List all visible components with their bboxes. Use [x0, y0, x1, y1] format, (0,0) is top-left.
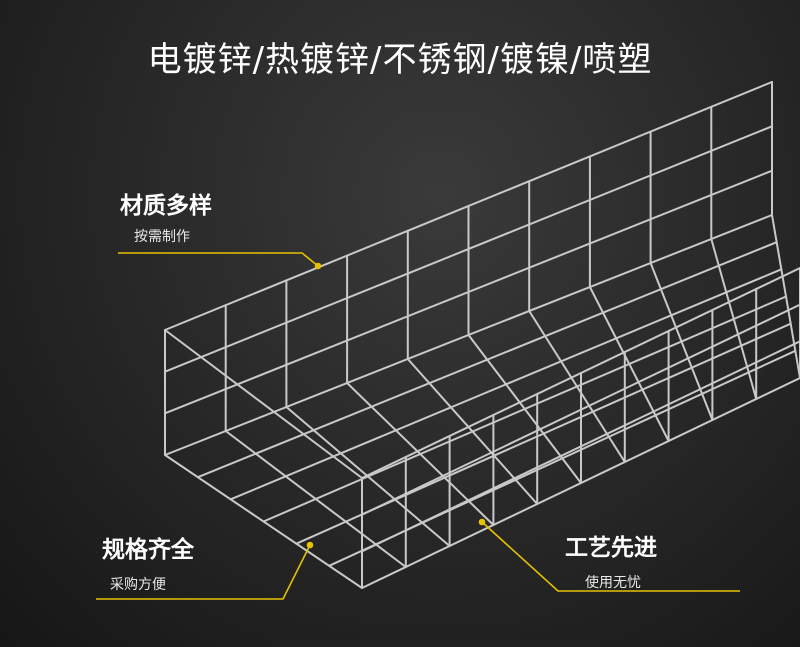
end-frame-wire — [164, 329, 363, 479]
callout-dot-material — [314, 262, 322, 270]
callout-line-craft — [481, 521, 740, 592]
cross-loop-wire — [346, 254, 495, 526]
callout-material: 材质多样 按需制作 — [120, 186, 212, 246]
callout-title: 材质多样 — [120, 193, 212, 219]
cross-loop-wire — [224, 304, 407, 568]
cross-loop-wire — [649, 130, 714, 421]
cross-loop-wire — [588, 155, 670, 442]
cross-loop-wire — [467, 205, 582, 484]
cross-loop-wire — [771, 81, 800, 379]
callout-title: 规格齐全 — [102, 537, 194, 563]
page-title: 电镀锌/热镀锌/不锈钢/镀镍/喷塑 — [147, 40, 653, 80]
callout-title: 工艺先进 — [565, 535, 657, 561]
callout-lines — [96, 252, 740, 600]
callout-line-spec — [96, 544, 311, 600]
callout-line-material — [118, 252, 319, 267]
wire-mesh-tray — [164, 81, 800, 589]
cross-loop-wire — [710, 105, 758, 400]
callout-dot-spec — [306, 541, 314, 549]
callout-subtitle: 采购方便 — [110, 577, 166, 593]
cross-loop-wire — [406, 229, 539, 505]
callout-craft: 工艺先进 使用无忧 — [565, 528, 657, 592]
cross-loop-wire — [528, 180, 626, 463]
callout-subtitle: 使用无忧 — [585, 575, 641, 591]
callout-dot-craft — [478, 518, 486, 526]
cross-loop-wire — [285, 279, 451, 547]
callout-subtitle: 按需制作 — [134, 229, 190, 245]
callout-spec: 规格齐全 采购方便 — [102, 530, 194, 594]
